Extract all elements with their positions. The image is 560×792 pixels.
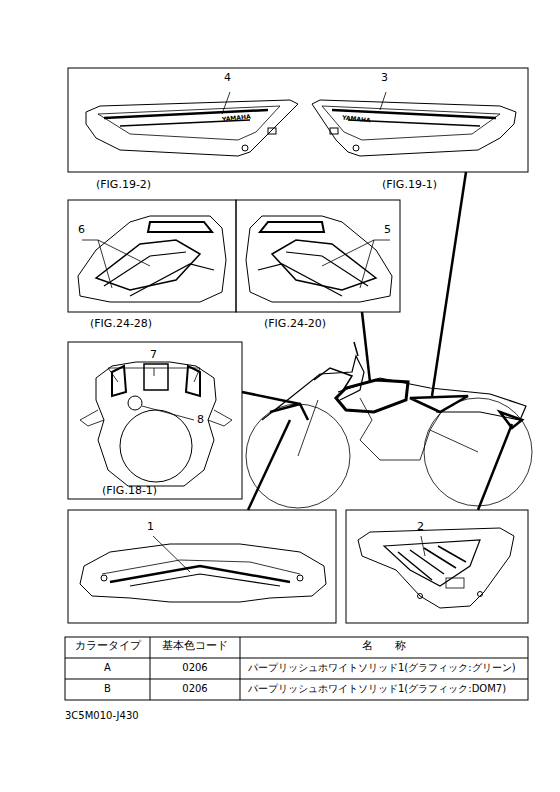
figure-reference: (FIG.19-1): [382, 179, 437, 192]
callout-number: 6: [78, 224, 85, 237]
figure-reference: (FIG.24-28): [90, 318, 152, 331]
panel-frame: [346, 510, 528, 623]
headlight-cowl: [80, 362, 232, 486]
brand-logo: YAMAHA: [222, 114, 251, 124]
tank-shroud-left: [78, 216, 226, 302]
table-header: 基本色コード: [150, 640, 240, 653]
figure-reference: (FIG.24-20): [264, 318, 326, 331]
panel-frame: [236, 200, 400, 312]
callout-number: 8: [197, 414, 204, 427]
rear-fender: [358, 528, 514, 608]
front-fender: [80, 544, 326, 602]
callout-number: 2: [417, 521, 424, 534]
table-cell: 1(グラフィック:グリーン): [398, 662, 516, 674]
figure-reference: (FIG.18-1): [102, 485, 157, 498]
reference-lines: [242, 172, 512, 510]
callout-number: 1: [147, 521, 154, 534]
table-cell: 0206: [150, 662, 240, 674]
side-cover-on-bike: [410, 396, 468, 412]
color-table: [65, 637, 528, 700]
side-cover-left: [86, 100, 298, 156]
callout-number: 7: [150, 349, 157, 362]
leader-lines: [82, 92, 425, 572]
table-header: カラータイプ: [65, 640, 150, 653]
callout-number: 5: [384, 224, 391, 237]
table-cell: B: [65, 683, 150, 695]
tank-shroud-on-bike: [336, 380, 408, 412]
table-cell: 1(グラフィック:DOM7): [398, 683, 506, 695]
panel-frame: [68, 510, 336, 623]
table-cell: A: [65, 662, 150, 674]
table-cell: パープリッシュホワイトソリッド: [248, 662, 398, 674]
drawing-code: 3C5M010-J430: [65, 710, 139, 722]
table-cell: パープリッシュホワイトソリッド: [248, 683, 398, 695]
side-cover-right: [312, 100, 516, 156]
panel-frame: [68, 68, 528, 172]
figure-reference: (FIG.19-2): [96, 179, 151, 192]
callout-number: 4: [224, 72, 231, 85]
tank-shroud-right: [246, 216, 392, 302]
brand-logo: YAMAHA: [342, 115, 371, 125]
table-header: 名 称: [240, 640, 528, 653]
panel-frame: [68, 200, 236, 312]
table-cell: 0206: [150, 683, 240, 695]
panel-frame: [68, 342, 242, 499]
callout-number: 3: [381, 72, 388, 85]
